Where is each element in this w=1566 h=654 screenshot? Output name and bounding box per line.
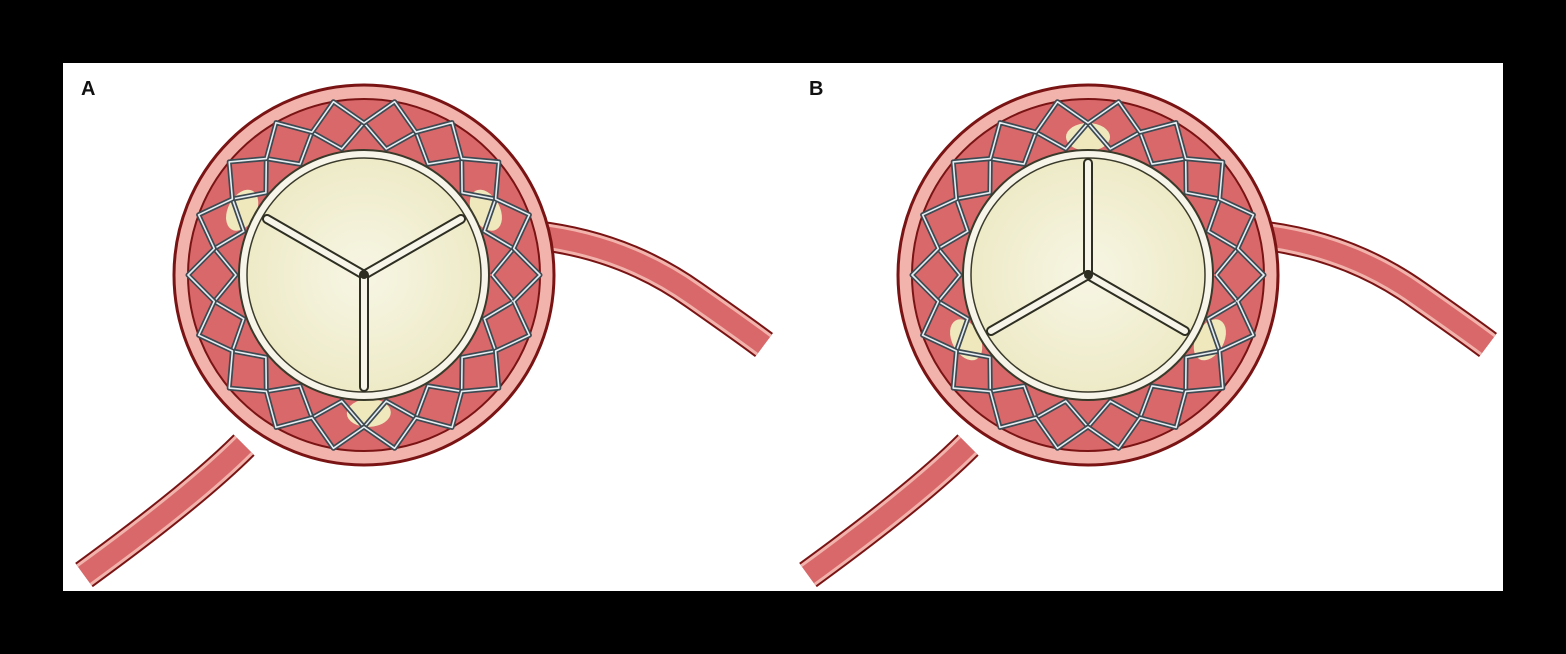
panel-a: A	[63, 63, 783, 591]
panel-label-a: A	[81, 78, 96, 100]
valve-illustration-a	[75, 83, 773, 588]
figure-canvas: A B	[63, 63, 1503, 591]
panel-label-b: B	[809, 78, 824, 100]
panel-b: B	[787, 63, 1507, 591]
valve-illustration-b	[799, 83, 1497, 588]
